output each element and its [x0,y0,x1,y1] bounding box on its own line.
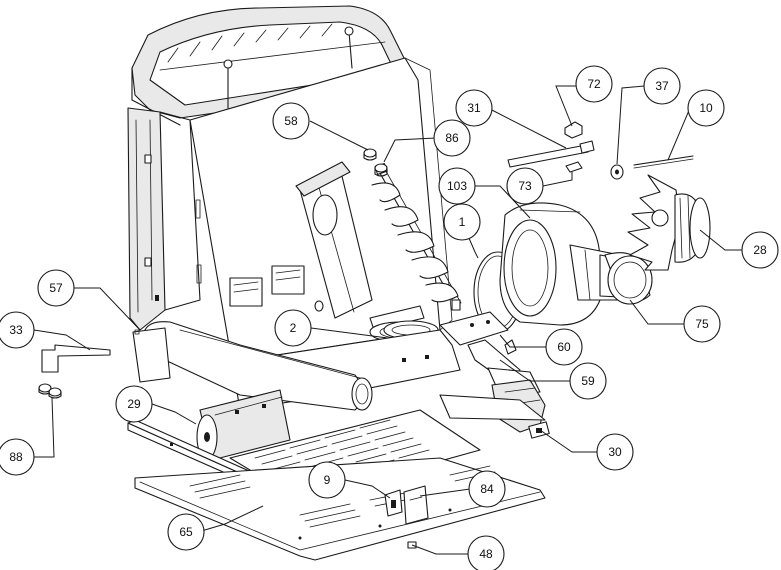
callout-86: 86 [433,119,471,157]
callout-84: 84 [468,470,506,508]
callout-60-label: 60 [557,340,571,354]
callout-73-label: 73 [518,179,532,193]
part-88-knobs [38,383,62,399]
callout-65-label: 65 [179,525,193,539]
callout-1-label: 1 [459,215,466,229]
callout-48-label: 48 [479,547,493,561]
room-air-blower-29 [196,389,291,461]
callout-9: 9 [308,461,346,499]
callout-58-label: 58 [284,114,298,128]
callout-57: 57 [37,269,75,307]
callout-75-label: 75 [695,317,709,331]
callout-9-label: 9 [324,473,331,487]
part-86-bearing [374,163,388,177]
callout-2-label: 2 [290,321,297,335]
callout-28: 28 [741,231,779,269]
callout-30: 30 [596,433,634,471]
callout-33-label: 33 [9,323,23,337]
callout-31: 31 [455,89,493,127]
part-73-bracket [565,161,583,173]
part-9-bracket [384,489,403,517]
part-33-hook [41,344,111,373]
callout-31-label: 31 [467,101,481,115]
callout-75: 75 [683,305,721,343]
callout-59: 59 [569,362,607,400]
part-84-bracket [403,485,429,525]
combustion-blower-28 [627,174,711,271]
callout-60: 60 [545,328,583,366]
callout-57-label: 57 [49,281,63,295]
callout-37: 37 [643,67,681,105]
callout-59-label: 59 [581,374,595,388]
callout-84-label: 84 [480,482,494,496]
callout-72-label: 72 [587,77,601,91]
auger-screw [371,162,462,311]
part-72-clip [564,121,583,139]
callout-37-label: 37 [655,79,669,93]
callout-1: 1 [443,203,481,241]
callout-73: 73 [506,167,544,205]
part-57-plate [132,327,171,383]
callout-29: 29 [115,385,153,423]
callout-28-label: 28 [753,243,767,257]
callout-72: 72 [575,65,613,103]
callout-65: 65 [167,513,205,551]
callout-10: 10 [687,89,725,127]
callout-103-label: 103 [447,179,467,193]
exhaust-adapter-75 [604,252,653,305]
callout-29-label: 29 [127,397,141,411]
part-31-igniter [507,140,595,168]
part-37-grommet [610,164,624,180]
callout-30-label: 30 [608,445,622,459]
air-tube [144,321,373,411]
part-10-probe [633,155,694,169]
callout-48: 48 [467,535,505,570]
left-side-panel [127,107,202,331]
callout-58: 58 [272,102,310,140]
callout-88: 88 [0,438,35,476]
callout-33: 33 [0,311,35,349]
callout-103: 103 [438,167,476,205]
auger-motor [467,339,550,439]
callout-10-label: 10 [699,101,713,115]
auger-tube [295,161,431,343]
callout-86-label: 86 [445,131,459,145]
part-58-bushing [363,148,377,161]
callout-2: 2 [274,309,312,347]
callout-88-label: 88 [9,450,23,464]
